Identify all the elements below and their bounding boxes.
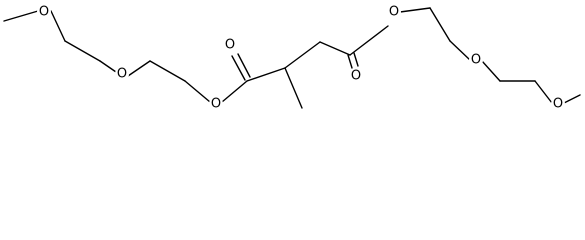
bond-ch2-carbonyl-c bbox=[319, 41, 351, 56]
oxygen-methoxy-left: O bbox=[37, 5, 51, 20]
atom-label-o: O bbox=[39, 5, 49, 20]
bond-ch-methyl bbox=[284, 67, 303, 109]
atom-label-o: O bbox=[389, 5, 399, 20]
bond-layer bbox=[3, 7, 581, 109]
bond-o1-c bbox=[50, 10, 66, 42]
bond-o-ester-c bbox=[399, 7, 431, 13]
oxygen-ester-left: O bbox=[209, 97, 223, 112]
bond-methyl-right bbox=[563, 94, 581, 104]
atom-label-o: O bbox=[471, 53, 481, 68]
oxygen-ether-right: O bbox=[469, 53, 483, 68]
bond-c-o2 bbox=[99, 60, 117, 73]
bond-carbonyl-double-right-b bbox=[353, 52, 359, 67]
bond-c-o3 bbox=[184, 80, 211, 103]
bond-o2-c bbox=[127, 60, 151, 77]
bond-ch-ch2 bbox=[284, 41, 321, 69]
bond-carbonyl-double-right-a bbox=[347, 54, 353, 69]
bond-c-c-left-1 bbox=[64, 40, 101, 62]
atom-label-o: O bbox=[117, 67, 127, 82]
oxygen-carbonyl-right: O bbox=[349, 69, 363, 84]
oxygen-carbonyl-left: O bbox=[223, 38, 237, 53]
bond-c-c-right-1 bbox=[429, 7, 451, 42]
chemical-structure-diagram: O O O O O O O O bbox=[3, 5, 581, 112]
atom-label-o: O bbox=[351, 69, 361, 84]
bond-o-ether-c bbox=[481, 60, 501, 82]
bond-carbonyl-ch bbox=[246, 67, 286, 82]
atom-label-o: O bbox=[553, 97, 563, 112]
bond-o3-carbonyl-c bbox=[221, 80, 248, 103]
bond-carbonyl-double-b bbox=[237, 53, 251, 78]
atom-label-o: O bbox=[225, 38, 235, 53]
atom-label-layer: O O O O O O O O bbox=[37, 5, 565, 112]
bond-c-o-methoxy bbox=[534, 80, 553, 104]
bond-carbonyl-c-o-ester bbox=[349, 25, 389, 56]
oxygen-ester-right: O bbox=[387, 5, 401, 20]
bond-methyl-left bbox=[3, 10, 39, 22]
bond-carbonyl-double-a bbox=[231, 55, 246, 81]
bond-c-o-ether bbox=[449, 40, 471, 61]
atom-label-o: O bbox=[211, 97, 221, 112]
oxygen-ether-left: O bbox=[115, 67, 129, 82]
oxygen-methoxy-right: O bbox=[551, 97, 565, 112]
bond-c-c-left-2 bbox=[149, 60, 186, 82]
